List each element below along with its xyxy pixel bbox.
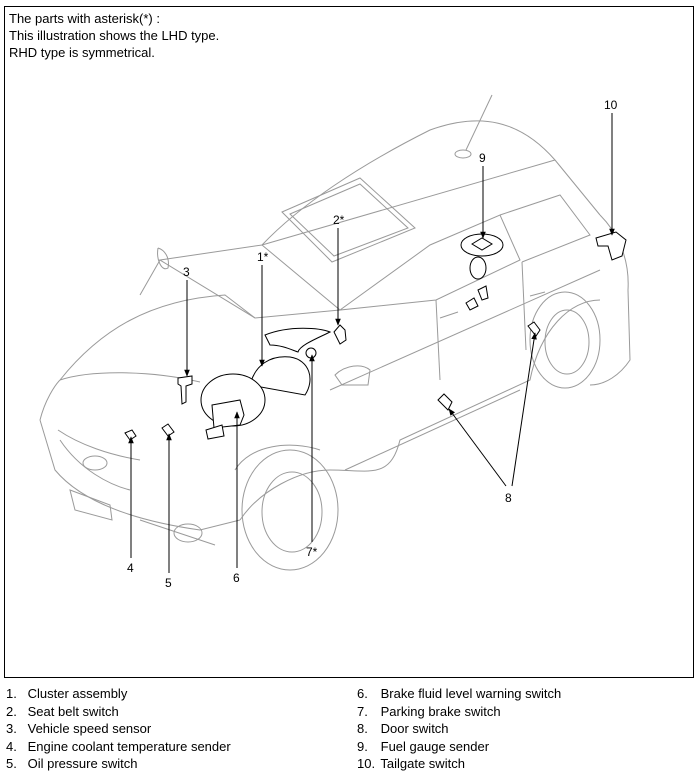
legend-num: 2. bbox=[6, 703, 17, 719]
callout-6: 6 bbox=[233, 571, 240, 585]
callout-4: 4 bbox=[127, 561, 134, 575]
legend-item: 3. Vehicle speed sensor bbox=[6, 720, 231, 738]
legend-num: 4. bbox=[6, 738, 17, 754]
parking-brake-switch-part bbox=[305, 347, 317, 359]
seat-belt-switch-part bbox=[333, 324, 347, 345]
oil-pressure-switch-part bbox=[161, 423, 175, 437]
callout-10: 10 bbox=[604, 98, 618, 112]
legend-text: Parking brake switch bbox=[380, 703, 501, 719]
legend-text: Cluster assembly bbox=[27, 686, 128, 701]
note-line-1: The parts with asterisk(*) : bbox=[9, 11, 160, 26]
tailgate-switch-part bbox=[595, 231, 627, 261]
diagram-frame bbox=[4, 6, 694, 678]
components bbox=[124, 231, 627, 441]
legend-text: Oil pressure switch bbox=[27, 756, 138, 771]
brake-fluid-switch-part bbox=[211, 399, 245, 429]
callout-labels: 1* 2* 3 4 5 6 7* 8 9 10 bbox=[127, 98, 618, 590]
legend-right: 6. Brake fluid level warning switch 7. P… bbox=[357, 685, 561, 773]
door-switch-front-part bbox=[437, 393, 453, 411]
callout-5: 5 bbox=[165, 576, 172, 590]
legend-item: 7. Parking brake switch bbox=[357, 703, 561, 721]
legend-item: 9. Fuel gauge sender bbox=[357, 738, 561, 756]
legend-num: 10. bbox=[357, 756, 376, 771]
dash-panel-part bbox=[264, 327, 332, 353]
legend-num: 8. bbox=[357, 721, 368, 736]
legend-item: 2. Seat belt switch bbox=[6, 703, 231, 721]
legend-num: 5. bbox=[6, 756, 17, 771]
legend-item: 1. Cluster assembly bbox=[6, 685, 231, 703]
legend-item: 8. Door switch bbox=[357, 720, 561, 738]
vehicle-speed-sensor-part bbox=[177, 375, 193, 405]
legend-item: 10. Tailgate switch bbox=[357, 755, 561, 773]
legend-text: Door switch bbox=[380, 721, 449, 736]
legend-item: 4. Engine coolant temperature sender bbox=[6, 738, 231, 756]
legend-text: Fuel gauge sender bbox=[380, 738, 490, 754]
cluster-assembly-part bbox=[249, 356, 311, 396]
legend-left: 1. Cluster assembly 2. Seat belt switch … bbox=[6, 685, 231, 773]
legend-num: 7. bbox=[357, 703, 368, 719]
callout-2: 2* bbox=[333, 213, 345, 227]
legend-item: 5. Oil pressure switch bbox=[6, 755, 231, 773]
legend-text: Tailgate switch bbox=[380, 756, 465, 771]
callout-8: 8 bbox=[505, 491, 512, 505]
legend-text: Vehicle speed sensor bbox=[27, 721, 152, 736]
note-line-3: RHD type is symmetrical. bbox=[9, 45, 155, 60]
legend-num: 3. bbox=[6, 721, 17, 736]
legend-num: 1. bbox=[6, 686, 17, 701]
legend-text: Brake fluid level warning switch bbox=[380, 686, 562, 701]
callout-3: 3 bbox=[183, 265, 190, 279]
leader-lines bbox=[128, 113, 615, 573]
legend-num: 9. bbox=[357, 738, 368, 754]
callout-1: 1* bbox=[257, 250, 269, 264]
car-illustration bbox=[39, 94, 631, 571]
legend-num: 6. bbox=[357, 686, 368, 701]
callout-7: 7* bbox=[306, 545, 318, 559]
callout-9: 9 bbox=[479, 151, 486, 165]
note-line-2: This illustration shows the LHD type. bbox=[9, 28, 220, 43]
legend-text: Seat belt switch bbox=[27, 703, 119, 719]
legend-text: Engine coolant temperature sender bbox=[27, 738, 231, 754]
legend-item: 6. Brake fluid level warning switch bbox=[357, 685, 561, 703]
